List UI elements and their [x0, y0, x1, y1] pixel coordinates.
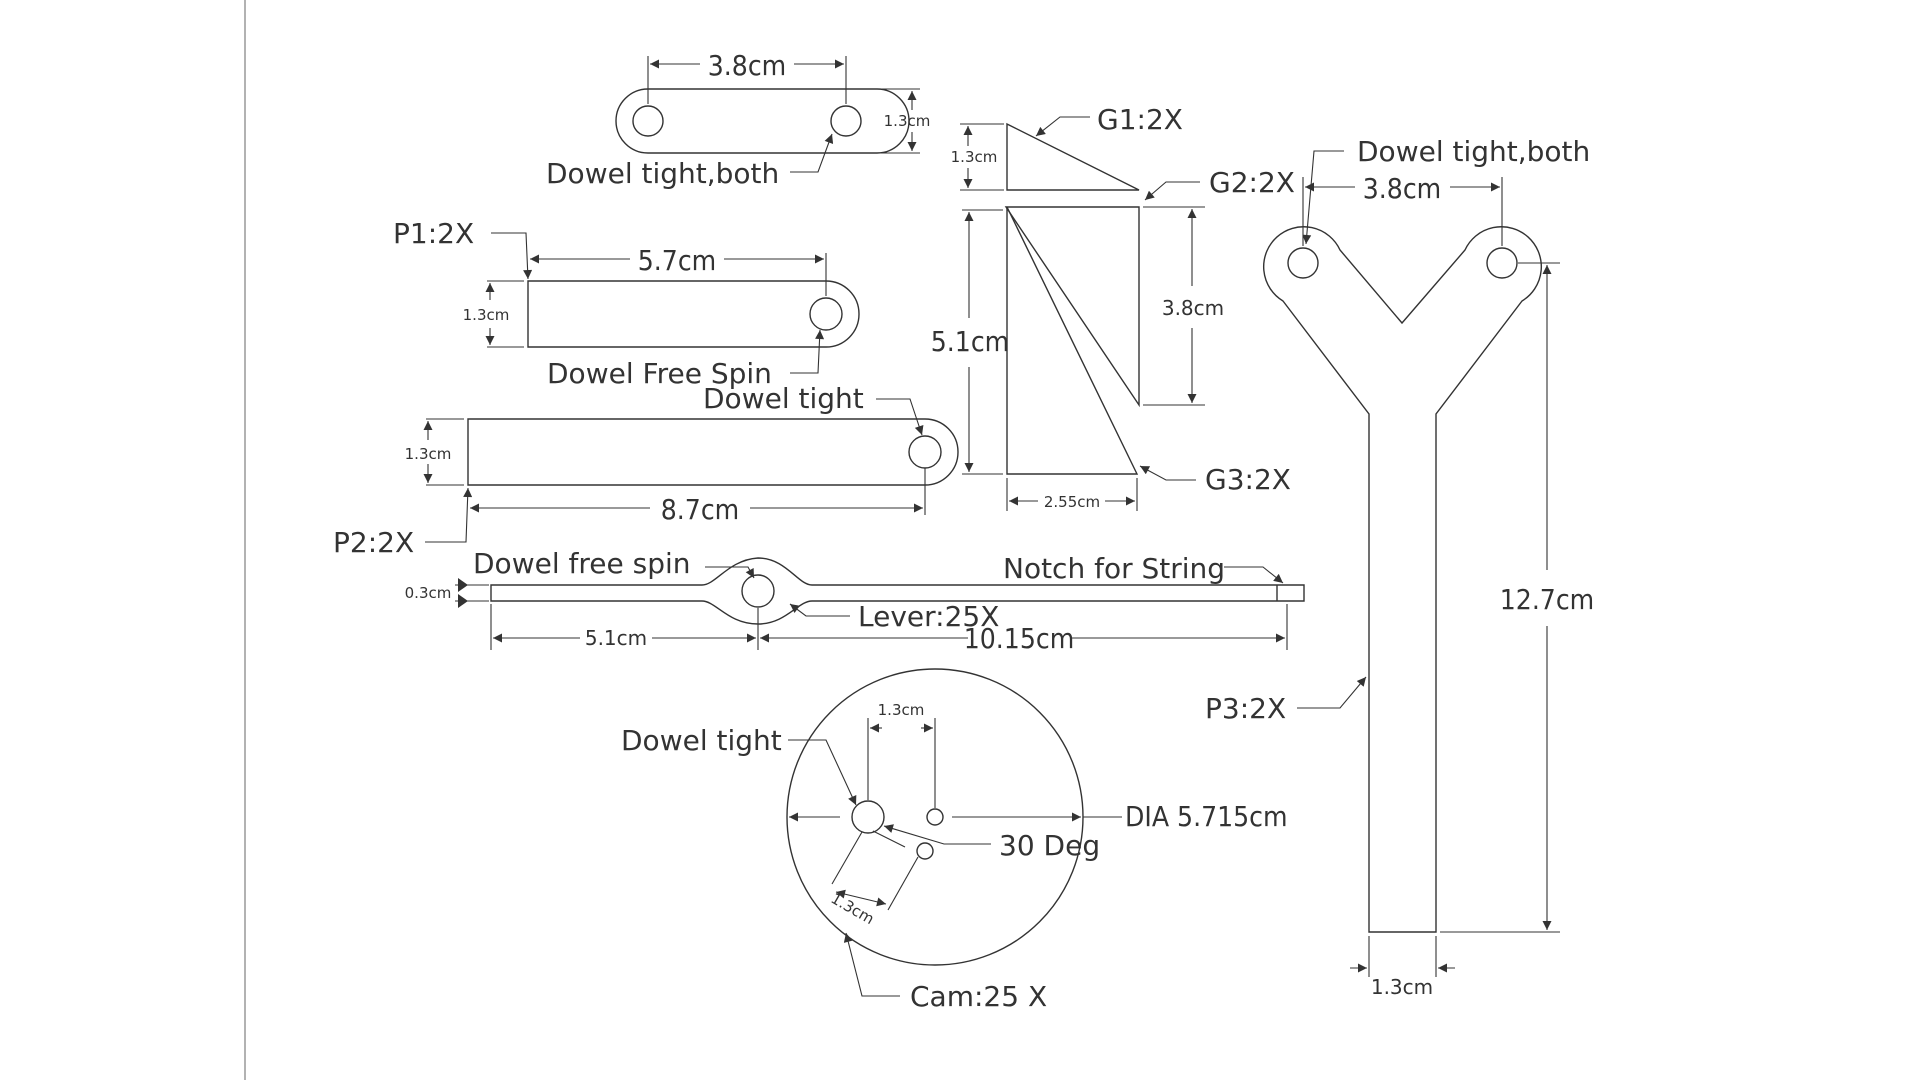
p2-part: Dowel tight 1.3cm 8.7cm P2:2X: [333, 382, 959, 559]
p1-length-label: 5.7cm: [638, 244, 716, 277]
lever-thickness-label: 0.3cm: [405, 584, 452, 602]
g1-label: G1:2X: [1097, 103, 1183, 136]
p3-width-label: 1.3cm: [1371, 975, 1433, 999]
g2-height-label: 3.8cm: [1162, 296, 1224, 320]
p2-length-label: 8.7cm: [661, 493, 739, 526]
cam-diameter-label: DIA 5.715cm: [1125, 800, 1288, 833]
p3-part: Dowel tight,both 3.8cm 12.7cm P3:2X 1.3c…: [1205, 135, 1594, 999]
lever-short-label: 5.1cm: [585, 626, 647, 650]
link-outline: [615, 88, 910, 154]
p3-spacing-label: 3.8cm: [1363, 172, 1441, 205]
g2-label: G2:2X: [1209, 166, 1295, 199]
p3-length-label: 12.7cm: [1500, 583, 1594, 616]
lever-pivot-hole: [741, 574, 775, 608]
p3-label: P3:2X: [1205, 692, 1286, 725]
cam-part: DIA 5.715cm 1.3cm 1.3cm 30 Deg Dowel tig…: [621, 668, 1288, 1013]
cam-offset-hole: [926, 808, 944, 826]
link-width-label: 3.8cm: [708, 49, 786, 82]
g1-outline: [1006, 122, 1140, 191]
p3-hole-right: [1486, 247, 1518, 279]
lever-outline: [490, 557, 1305, 625]
gusset-parts: G1:2X 1.3cm G2:2X 3.8cm G3:2X 5.1cm 2.55…: [931, 103, 1295, 511]
link-height-label: 1.3cm: [884, 112, 931, 130]
g3-base-label: 2.55cm: [1044, 493, 1100, 511]
lever-long-label: 10.15cm: [964, 622, 1074, 655]
lever-part: Dowel free spin Notch for String Lever:2…: [405, 547, 1305, 655]
link-hole-right: [830, 105, 862, 137]
lever-notch-note: Notch for String: [1003, 552, 1225, 585]
link-hole-left: [632, 105, 664, 137]
p1-part: P1:2X 5.7cm 1.3cm Dowel Free Spin: [393, 217, 860, 390]
g3-label: G3:2X: [1205, 463, 1291, 496]
cam-offset2-label: 1.3cm: [828, 889, 877, 928]
link-part: 3.8cm 1.3cm Dowel tight,both: [546, 49, 930, 190]
p3-outline: [1262, 226, 1543, 933]
p1-hole: [809, 297, 843, 331]
cam-angled-hole: [916, 842, 934, 860]
g2-outline: [1004, 206, 1140, 408]
g3-outline: [1006, 206, 1139, 475]
g1-height-label: 1.3cm: [951, 148, 998, 166]
p3-note: Dowel tight,both: [1357, 135, 1590, 168]
p3-hole-left: [1287, 247, 1319, 279]
p1-height-label: 1.3cm: [463, 306, 510, 324]
cam-note: Dowel tight: [621, 724, 782, 757]
cam-offset-label: 1.3cm: [878, 701, 925, 719]
p1-label: P1:2X: [393, 217, 474, 250]
link-note: Dowel tight,both: [546, 157, 779, 190]
p2-outline: [467, 418, 959, 486]
g3-height-label: 5.1cm: [931, 325, 1009, 358]
p2-hole: [908, 435, 942, 469]
p2-note: Dowel tight: [703, 382, 864, 415]
cam-center-hole: [851, 800, 885, 834]
lever-label: Lever:25X: [858, 600, 999, 633]
p1-outline: [527, 280, 860, 348]
cam-label: Cam:25 X: [910, 980, 1047, 1013]
lever-pivot-note: Dowel free spin: [473, 547, 691, 580]
p2-label: P2:2X: [333, 526, 414, 559]
p2-height-label: 1.3cm: [405, 445, 452, 463]
cam-angle-label: 30 Deg: [999, 829, 1100, 862]
p1-note: Dowel Free Spin: [547, 357, 772, 390]
